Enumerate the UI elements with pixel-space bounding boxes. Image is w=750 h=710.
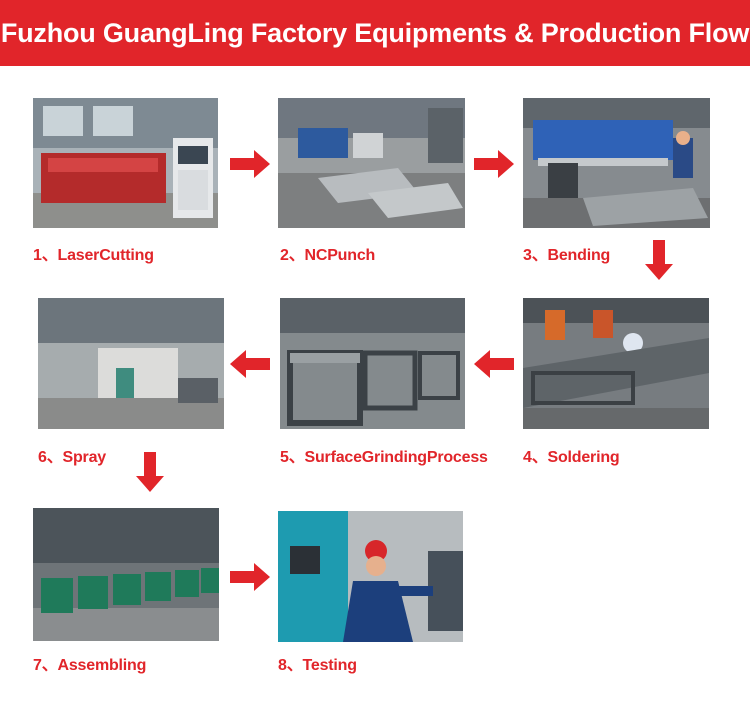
step-7-photo [33, 508, 219, 641]
arrow-left-icon [230, 350, 270, 378]
header-banner: Fuzhou GuangLing Factory Equipments & Pr… [0, 0, 750, 66]
step-7-label: 7、Assembling [33, 657, 147, 674]
step-2-photo [278, 98, 465, 228]
step-3-label: 3、Bending [523, 247, 611, 264]
arrow-right-icon [474, 150, 514, 178]
step-3-photo [523, 98, 710, 228]
step-2-label: 2、NCPunch [280, 247, 376, 264]
step-6-label: 6、Spray [38, 449, 106, 466]
step-1-label: 1、LaserCutting [33, 247, 154, 264]
arrow-down-icon [136, 452, 164, 492]
arrow-down-icon [645, 240, 673, 280]
step-4-photo [523, 298, 709, 429]
arrow-left-icon [474, 350, 514, 378]
step-8-label: 8、Testing [278, 657, 357, 674]
step-4-label: 4、Soldering [523, 449, 620, 466]
step-6-photo [38, 298, 224, 429]
arrow-right-icon [230, 150, 270, 178]
arrow-right-icon [230, 563, 270, 591]
page-title: Fuzhou GuangLing Factory Equipments & Pr… [0, 17, 750, 48]
step-1-photo [33, 98, 218, 228]
step-5-label: 5、SurfaceGrindingProcess [280, 449, 488, 466]
step-5-photo [280, 298, 465, 429]
step-8-photo [278, 511, 463, 642]
